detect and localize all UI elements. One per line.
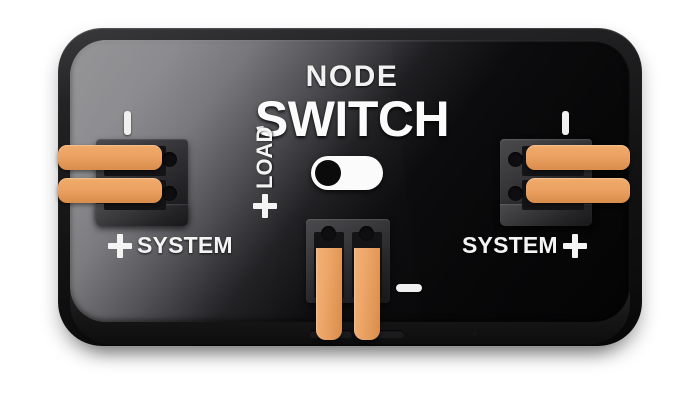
system-right-label: SYSTEM [462, 232, 587, 259]
system-left-wire-hole-lower [162, 186, 177, 201]
system-right-wire-hole-upper [508, 152, 523, 167]
system-left-lever-upper[interactable] [58, 145, 162, 170]
rim-port-right [362, 330, 404, 337]
toggle-switch-off-icon [311, 156, 383, 190]
polarity-mark-load-negative [396, 284, 422, 292]
system-left-label-text: SYSTEM [137, 232, 233, 258]
plus-icon-load [253, 194, 277, 218]
load-label: LOAD [252, 108, 278, 218]
system-right-lever-lower[interactable] [526, 178, 630, 203]
toggle-knob [315, 160, 341, 186]
system-left-wire-hole-upper [162, 152, 177, 167]
system-right-label-text: SYSTEM [462, 232, 558, 258]
plus-icon-right [562, 233, 587, 258]
system-right-wire-hole-lower [508, 186, 523, 201]
load-lever-left[interactable] [316, 248, 342, 340]
polarity-mark-left-negative [124, 111, 131, 135]
load-wire-hole-right [359, 226, 374, 241]
load-lever-right[interactable] [354, 248, 380, 340]
load-wire-hole-left [321, 226, 336, 241]
rim-indicator-dot [472, 331, 477, 336]
system-left-lever-lower[interactable] [58, 178, 162, 203]
load-label-text: LOAD [252, 126, 277, 189]
polarity-mark-right-negative [562, 111, 569, 135]
system-left-label: SYSTEM [108, 232, 233, 259]
plus-icon-left [108, 233, 132, 258]
system-right-lever-upper[interactable] [526, 145, 630, 170]
